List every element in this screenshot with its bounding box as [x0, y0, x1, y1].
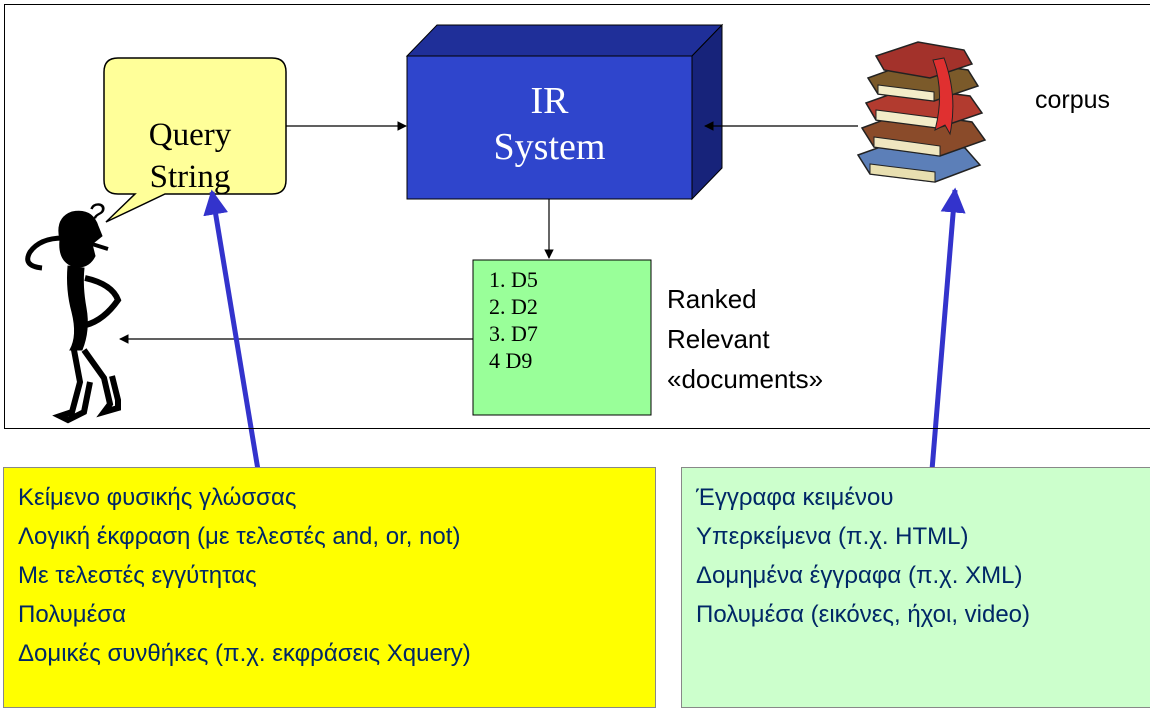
document-type-item: Πολυμέσα (εικόνες, ήχοι, video)	[696, 601, 1031, 628]
query-bubble	[103, 57, 287, 223]
ranked-relevant-label: Ranked Relevant «documents»	[667, 279, 823, 399]
document-type-item: Δομημένα έγγραφα (π.χ. XML)	[696, 562, 1023, 589]
result-item: 4 D9	[489, 348, 533, 373]
question-mark: ?	[88, 198, 105, 231]
ir-system-box	[405, 23, 724, 201]
query-type-item: Με τελεστές εγγύτητας	[18, 562, 257, 589]
ranked-label-line: Ranked	[667, 284, 757, 314]
query-type-item: Λογική έκφραση (με τελεστές and, or, not…	[18, 523, 461, 550]
result-item: 2. D2	[489, 294, 538, 319]
results-box	[472, 259, 652, 416]
query-string-label: Query String	[112, 114, 268, 198]
query-type-item: Πολυμέσα	[18, 601, 126, 628]
query-type-item: Κείμενο φυσικής γλώσσας	[18, 484, 297, 511]
document-type-item: Έγγραφα κειμένου	[696, 484, 894, 511]
result-item: 1. D5	[489, 267, 538, 292]
ir-system-label: IR System	[407, 78, 692, 170]
books-icon	[856, 41, 987, 183]
ranked-label-line: Relevant	[667, 324, 770, 354]
query-types-pointer-arrow	[203, 189, 261, 471]
diagram-frame	[4, 4, 1150, 429]
ranked-label-line: «documents»	[667, 364, 824, 394]
ir-system-line1: IR	[530, 80, 569, 122]
document-types-panel: Έγγραφα κειμένου Υπερκείμενα (π.χ. HTML)…	[681, 467, 1150, 708]
query-types-panel: Κείμενο φυσικής γλώσσας Λογική έκφραση (…	[3, 467, 656, 708]
query-type-item: Δομικές συνθήκες (π.χ. εκφράσεις Xquery)	[18, 640, 471, 667]
query-string-line2: String	[149, 159, 231, 195]
thinker-icon	[25, 210, 122, 424]
query-string-line1: Query	[148, 117, 232, 153]
results-list: 1. D5 2. D2 3. D7 4 D9	[489, 266, 538, 374]
corpus-label: corpus	[1035, 86, 1111, 114]
result-item: 3. D7	[489, 321, 538, 346]
ir-system-line2: System	[493, 126, 606, 168]
document-types-pointer-arrow	[929, 187, 966, 471]
document-type-item: Υπερκείμενα (π.χ. HTML)	[696, 523, 969, 550]
